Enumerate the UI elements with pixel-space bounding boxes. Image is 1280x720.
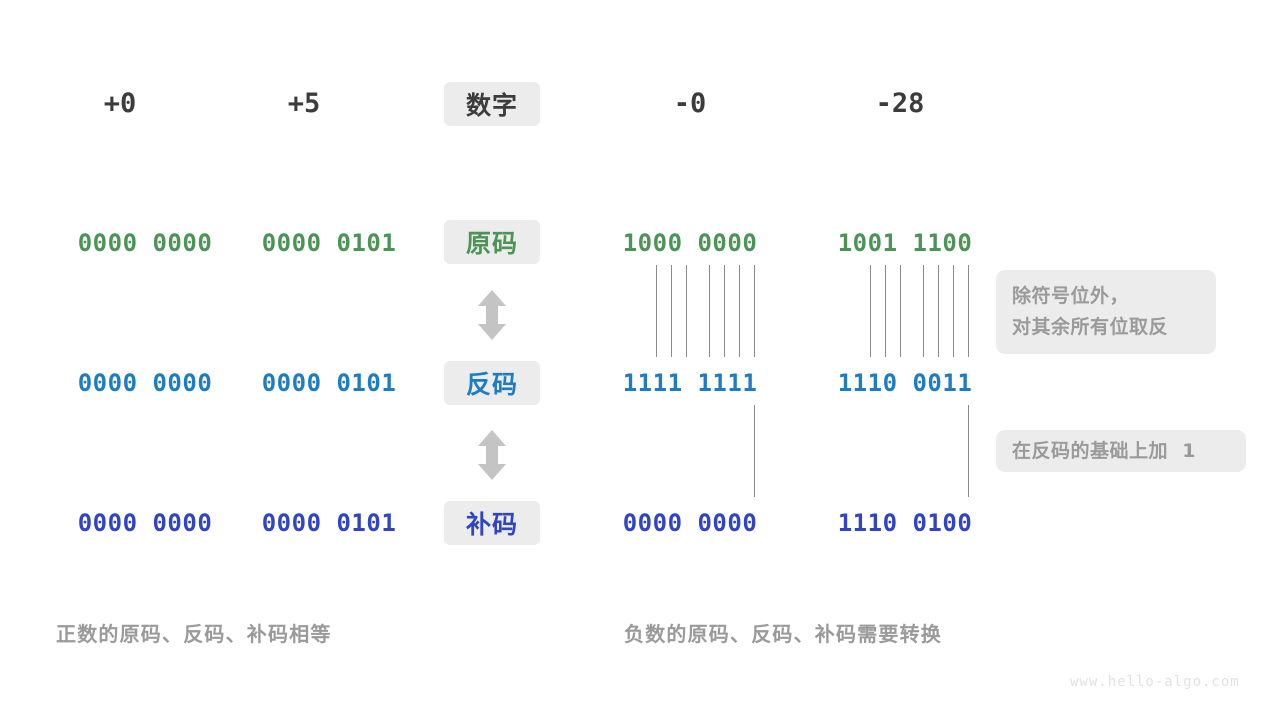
note-add-one: 在反码的基础上加 1 — [996, 430, 1246, 472]
cell-ones-complement-plus-five: 0000 0101 — [261, 369, 397, 397]
note-line: 在反码的基础上加 1 — [1012, 439, 1196, 462]
connector-tick — [709, 265, 710, 357]
cell-sign-magnitude-minus-zero: 1000 0000 — [622, 229, 758, 257]
site-watermark: www.hello-algo.com — [1070, 674, 1240, 690]
connector-tick — [656, 265, 657, 357]
connector-tick — [885, 265, 886, 357]
row-label-sign-magnitude: 原码 — [444, 220, 540, 264]
note-line: 除符号位外， — [1012, 285, 1130, 307]
row-label-twos-complement: 补码 — [444, 501, 540, 545]
double-vertical-arrow-icon — [474, 428, 510, 482]
cell-ones-complement-minus-twentyeight: 1110 0011 — [837, 369, 973, 397]
connector-tick — [923, 265, 924, 357]
connector-tick — [739, 265, 740, 357]
double-vertical-arrow-icon — [474, 288, 510, 342]
connector-tick — [686, 265, 687, 357]
connector-tick — [953, 265, 954, 357]
connector-tick — [968, 405, 969, 497]
cell-twos-complement-minus-zero: 0000 0000 — [622, 509, 758, 537]
header-value-minus-twentyeight: -28 — [875, 88, 925, 119]
connector-tick — [754, 265, 755, 357]
header-value-minus-zero: -0 — [673, 88, 707, 119]
cell-sign-magnitude-minus-twentyeight: 1001 1100 — [837, 229, 973, 257]
connector-tick — [938, 265, 939, 357]
cell-sign-magnitude-plus-zero: 0000 0000 — [77, 229, 213, 257]
header-value-plus-zero: +0 — [103, 88, 137, 119]
connector-tick — [671, 265, 672, 357]
connector-tick — [870, 265, 871, 357]
note-invert-non-sign-bits: 除符号位外， 对其余所有位取反 — [996, 270, 1216, 354]
note-line: 对其余所有位取反 — [1012, 316, 1169, 338]
connector-tick — [900, 265, 901, 357]
cell-twos-complement-plus-zero: 0000 0000 — [77, 509, 213, 537]
cell-ones-complement-plus-zero: 0000 0000 — [77, 369, 213, 397]
connector-tick — [968, 265, 969, 357]
cell-sign-magnitude-plus-five: 0000 0101 — [261, 229, 397, 257]
cell-twos-complement-minus-twentyeight: 1110 0100 — [837, 509, 973, 537]
row-label-ones-complement: 反码 — [444, 361, 540, 405]
cell-ones-complement-minus-zero: 1111 1111 — [622, 369, 758, 397]
header-row-label-number: 数字 — [444, 82, 540, 126]
header-value-plus-five: +5 — [287, 88, 321, 119]
caption-negative-numbers: 负数的原码、反码、补码需要转换 — [624, 622, 942, 646]
caption-positive-numbers: 正数的原码、反码、补码相等 — [56, 622, 332, 646]
connector-tick — [724, 265, 725, 357]
connector-tick — [754, 405, 755, 497]
cell-twos-complement-plus-five: 0000 0101 — [261, 509, 397, 537]
